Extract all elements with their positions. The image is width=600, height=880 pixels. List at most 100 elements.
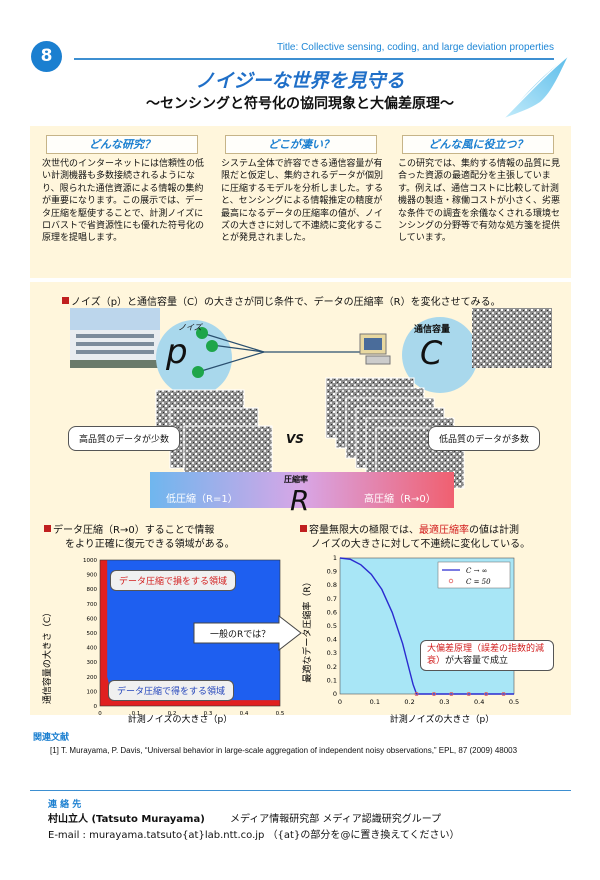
right-heading: 容量無限大の極限では、最適圧縮率の値は計測 ノイズの大きさに対して不連続に変化し… [300,524,530,551]
noisy-photo [472,308,552,368]
y-tick-label: 600 [87,616,98,622]
y-tick-label: 900 [87,573,98,579]
email-link[interactable]: murayama.tatsuto{at}lab.ntt.co.jp [89,830,265,841]
x-tick-label: 0.3 [439,698,449,706]
chart-legend: C → ∞ C = 50 [437,561,511,589]
noise-label: ノイズ [178,323,202,332]
legend-marker [448,578,454,584]
legend-label: C = 50 [466,578,491,586]
y-tick-label: 0 [333,690,337,698]
title-rule [74,58,554,60]
capacity-symbol: C [420,334,443,372]
question-label: 一般のRでは？ [210,630,271,640]
y-tick-label: 0.6 [327,608,337,616]
arrow-icon [193,615,302,651]
series-line-c-inf [339,557,514,695]
legend-box [437,561,511,589]
low-compression-label: 低圧縮（R=1） [166,494,238,505]
x-tick-label: 0.1 [370,698,380,706]
contact-name: 村山立人 (Tatsuto Murayama) [48,814,205,825]
sensor-node [196,327,208,339]
y-tick-label: 0.8 [327,581,337,589]
r-symbol: R [290,484,310,517]
compression-bar [150,472,454,508]
noise-circle [156,320,232,396]
english-title-prefix: Title: [276,42,299,53]
large-deviation-black: が大容量で成立 [445,655,509,666]
section-number-badge: 8 [31,41,62,72]
region-chart-ylabel: 通信容量の大きさ（C） [41,608,53,704]
series-point-c50 [449,691,454,696]
y-tick-label: 1000 [83,558,97,564]
vs-label: VS [286,432,304,446]
x-tick-label: 0 [338,698,342,706]
x-tick-label: 0.4 [240,711,249,717]
series-point-c50 [484,691,489,696]
email-note: （{at}の部分を@に置き換えてください） [267,830,460,841]
x-tick-label: 0.1 [132,711,141,717]
x-tick-label: 0.5 [276,711,285,717]
email-label: E-mail : [48,830,86,841]
page-subtitle: 〜センシングと符号化の協同現象と大偏差原理〜 [146,96,454,112]
left-heading: データ圧縮（R→0）することで情報 をより正確に復元できる領域がある。 [44,524,235,551]
diagram-heading-text: ノイズ（p）と通信容量（C）の大きさが同じ条件で、データの圧縮率（R）を変化させ… [71,297,501,308]
y-tick-label: 300 [87,660,98,666]
sensor-node [192,366,204,378]
building-photo [70,308,160,368]
right-heading-red: 最適圧縮率 [419,525,469,536]
region-chart-xlabel: 計測ノイズの大きさ（p） [128,713,232,725]
bullet-square [300,525,307,532]
y-tick-label: 1 [333,554,337,562]
low-quality-callout: 低品質のデータが多数 [428,426,541,451]
loss-region-label: データ圧縮で損をする領域 [110,570,237,591]
series-point-c50 [431,691,436,696]
x-tick-label: 0.2 [404,698,414,706]
x-tick-label: 0.3 [204,711,213,717]
capacity-label: 通信容量 [414,325,451,335]
references-heading: 関連文献 [33,733,70,743]
reference-item: [1] T. Murayama, P. Davis, “Universal be… [50,746,518,755]
left-heading-line2: をより正確に復元できる領域がある。 [65,538,235,550]
large-deviation-red: 大偏差原理（誤差の指数的減衰） [427,644,545,666]
high-quality-callout: 高品質のデータが少数 [68,426,181,451]
noise-symbol: p [166,332,188,372]
y-tick-label: 0.4 [327,636,337,644]
y-tick-label: 0.9 [327,568,337,576]
bullet-square [62,297,69,304]
right-heading-prefix: 容量無限大の極限では、 [309,525,419,536]
y-tick-label: 400 [87,646,98,652]
x-tick-label: 0.2 [168,711,177,717]
bullet-square [44,525,51,532]
intro-text-what: 次世代のインターネットには信頼性の低い計測機器も多数接続されるようになり、限られ… [42,159,205,244]
y-tick-label: 0.7 [327,595,337,603]
english-title-text: Collective sensing, coding, and large de… [301,42,554,53]
diagram-heading: ノイズ（p）と通信容量（C）の大きさが同じ条件で、データの圧縮率（R）を変化させ… [62,293,501,308]
intro-text-use: この研究では、集約する情報の品質に見合った資源の最適配分を主張しています。例えば… [398,159,561,244]
series-point-c50 [466,691,471,696]
right-heading-mid: の値は計測 [469,525,519,536]
sensor-node [206,340,218,352]
large-deviation-note: 大偏差原理（誤差の指数的減衰）が大容量で成立 [420,640,554,672]
many-images-stack [325,377,465,489]
y-tick-label: 0 [94,704,98,710]
rate-chart-ylabel: 最適なデータ圧縮率（R） [301,577,313,682]
intro-heading-use: どんな風に役立つ？ [402,135,554,154]
contact-line-name: 村山立人 (Tatsuto Murayama) メディア情報研究部 メディア認識… [48,810,441,825]
x-tick-label: 0 [98,711,102,717]
rate-chart-xlabel: 計測ノイズの大きさ（p） [390,713,494,725]
y-tick-label: 200 [87,675,98,681]
computer-icon [359,333,391,365]
legend-label: C → ∞ [466,567,488,575]
capacity-circle [402,317,478,393]
compression-label: 圧縮率 [284,475,308,484]
y-tick-label: 0.1 [327,676,337,684]
series-point-c50 [501,691,506,696]
english-title: Title: Collective sensing, coding, and l… [277,42,554,53]
left-heading-line1: データ圧縮（R→0）することで情報 [53,525,215,536]
y-tick-label: 800 [87,587,98,593]
y-tick-label: 0.5 [327,622,337,630]
x-tick-label: 0.5 [509,698,519,706]
intro-text-why: システム全体で許容できる通信容量が有限だと仮定し、集約されるデータが個別に圧縮す… [221,159,384,244]
intro-heading-what: どんな研究？ [46,135,198,154]
